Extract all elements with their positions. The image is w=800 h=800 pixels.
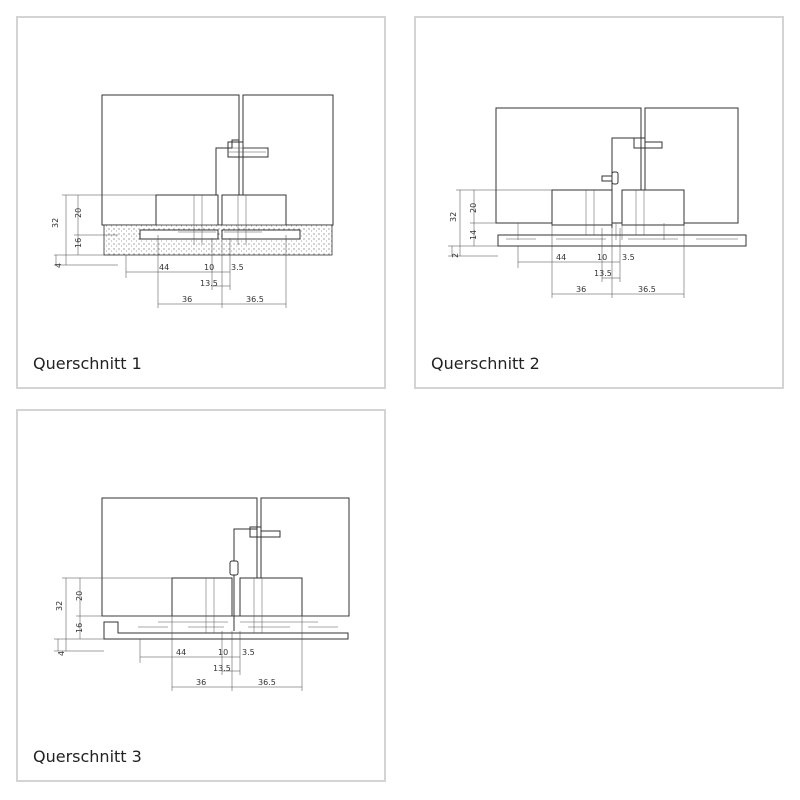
dim-13-5: 13.5 [594, 269, 612, 278]
dim-13-5: 13.5 [200, 279, 218, 288]
cross-section-panel-3: 32 20 16 4 44 10 3.5 13.5 36 36.5 Quersc… [16, 409, 386, 782]
cross-section-2-drawing: 32 20 14 2 44 10 3.5 13.5 36 36.5 [448, 107, 747, 298]
dim-14: 14 [469, 230, 478, 240]
cross-section-panel-1: 32 20 16 4 44 10 3.5 13.5 36 36.5 Quersc… [16, 16, 386, 389]
dim-2: 2 [451, 253, 460, 258]
dim-3-5: 3.5 [242, 648, 255, 657]
left-bracket-box [551, 189, 613, 226]
floor-rail [103, 621, 349, 640]
seal-profile-right [227, 95, 269, 158]
clip-detail [601, 175, 613, 182]
dim-13-5: 13.5 [213, 664, 231, 673]
dim-16: 16 [74, 238, 83, 248]
caption-querschnitt-1: Querschnitt 1 [33, 354, 142, 373]
seal-profile [233, 498, 258, 631]
dim-16: 16 [75, 623, 84, 633]
dim-10: 10 [204, 263, 214, 272]
dim-44: 44 [159, 263, 169, 272]
seal-profile [215, 95, 240, 210]
left-bracket-box [171, 577, 233, 617]
dim-3-5: 3.5 [622, 253, 635, 262]
dim-36-5: 36.5 [246, 295, 264, 304]
dim-32: 32 [55, 601, 64, 611]
dim-32: 32 [449, 212, 458, 222]
right-bracket-box [621, 189, 685, 226]
dim-3-5: 3.5 [231, 263, 244, 272]
floor-rail [497, 234, 747, 247]
dim-44: 44 [176, 648, 186, 657]
dim-32: 32 [51, 218, 60, 228]
cross-section-panel-2: 32 20 14 2 44 10 3.5 13.5 36 36.5 Quersc… [414, 16, 784, 389]
caption-querschnitt-2: Querschnitt 2 [431, 354, 540, 373]
cross-section-1-drawing: 32 20 16 4 44 10 3.5 13.5 36 36.5 [51, 94, 334, 308]
dim-36-5: 36.5 [638, 285, 656, 294]
dim-4: 4 [54, 263, 63, 268]
dim-20: 20 [469, 203, 478, 213]
dim-10: 10 [597, 253, 607, 262]
dim-36: 36 [182, 295, 192, 304]
dim-10: 10 [218, 648, 228, 657]
magnet-clip [611, 171, 619, 185]
dim-4: 4 [57, 651, 66, 656]
dim-36: 36 [196, 678, 206, 687]
right-bracket-box [239, 577, 303, 617]
dim-44: 44 [556, 253, 566, 262]
dim-20: 20 [74, 208, 83, 218]
dim-36-5: 36.5 [258, 678, 276, 687]
dim-36: 36 [576, 285, 586, 294]
dim-20: 20 [75, 591, 84, 601]
caption-querschnitt-3: Querschnitt 3 [33, 747, 142, 766]
magnet-clip [229, 560, 239, 576]
cross-section-3-drawing: 32 20 16 4 44 10 3.5 13.5 36 36.5 [54, 497, 350, 691]
